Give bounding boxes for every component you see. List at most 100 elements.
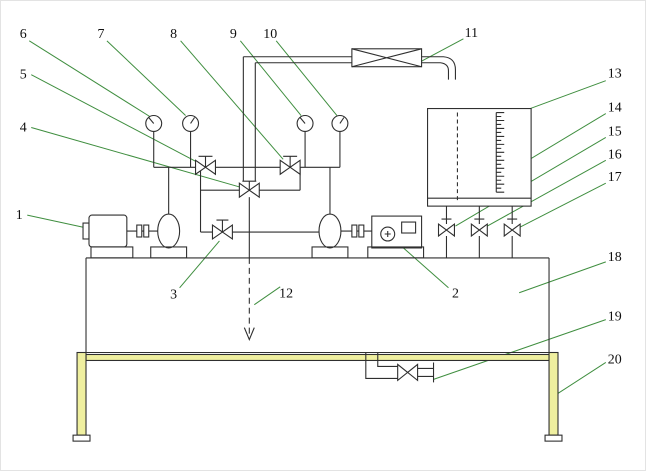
leg-foot-left <box>72 434 91 442</box>
valve-stem <box>198 155 213 168</box>
leader-line-18 <box>518 261 606 294</box>
tank-valve-2 <box>470 206 488 258</box>
callout-labels: 1 2 3 4 5 6 7 8 9 10 11 12 13 14 15 16 1… <box>16 26 622 368</box>
callout-19: 19 <box>608 310 622 325</box>
frame-band <box>85 353 550 362</box>
valve-body <box>437 222 455 238</box>
gauge-needle <box>148 117 155 124</box>
tank-valve-3 <box>503 206 521 258</box>
callout-8: 8 <box>170 27 177 42</box>
flow-indicator-cross <box>351 48 422 68</box>
leader-line-3 <box>179 240 220 289</box>
support-frame <box>72 351 563 442</box>
callout-10: 10 <box>263 27 277 42</box>
valve-body <box>194 159 217 176</box>
valve-stem <box>283 155 298 168</box>
top-pipe <box>242 56 456 182</box>
valve-stem <box>474 218 485 225</box>
leader-line-10 <box>275 40 338 116</box>
drain-pipe-outlet <box>417 362 435 383</box>
callout-3: 3 <box>170 288 177 303</box>
support-leg-right <box>548 351 559 436</box>
level-scale-ticks <box>496 111 505 193</box>
pipe-segment <box>421 56 456 80</box>
leader-line-12 <box>254 286 281 306</box>
mounting-base <box>311 246 349 259</box>
leader-line-6 <box>28 40 151 117</box>
pipe-segment <box>242 56 256 182</box>
pressure-gauge-1 <box>145 114 163 168</box>
mounting-base <box>150 246 188 259</box>
lower-valve <box>211 219 233 241</box>
leader-line-4 <box>31 126 241 188</box>
callout-5: 5 <box>20 68 27 83</box>
coupling <box>143 224 150 238</box>
valve-body <box>211 223 233 241</box>
valve-body <box>503 222 521 238</box>
left-motor-body <box>88 214 128 248</box>
drain-pipe <box>365 352 398 379</box>
callout-11: 11 <box>465 26 478 41</box>
right-motor-body <box>371 215 423 249</box>
pressure-gauge-3 <box>296 114 314 168</box>
leader-line-2 <box>396 241 449 289</box>
coupling <box>358 224 365 238</box>
callout-7: 7 <box>97 27 104 42</box>
left-pump-body <box>157 213 181 249</box>
valve-body <box>238 182 260 199</box>
gauge-needle <box>339 117 345 124</box>
terminal-box <box>401 221 417 234</box>
flow-indicator <box>351 48 423 68</box>
leader-line-20 <box>554 362 607 396</box>
right-header-valve <box>279 155 301 176</box>
left-header-valve <box>194 155 217 176</box>
leader-line-8 <box>180 40 284 160</box>
valve-stem <box>216 219 229 233</box>
drain-valve-body <box>397 363 419 382</box>
tank-valve-1 <box>437 206 455 258</box>
mounting-base <box>367 246 425 259</box>
support-leg-left <box>76 351 87 436</box>
motor-dial-cross <box>384 231 391 237</box>
leader-line-16 <box>487 159 607 227</box>
gauge-dial <box>331 114 349 132</box>
pipe-segment <box>243 56 352 64</box>
callout-9: 9 <box>230 27 237 42</box>
drain-assembly <box>365 352 435 383</box>
leader-line-5 <box>31 74 198 163</box>
coupling <box>136 224 143 238</box>
valve-stem <box>507 218 518 225</box>
gauge-needle <box>190 117 196 124</box>
callout-14: 14 <box>608 101 622 116</box>
leader-line-7 <box>106 40 186 116</box>
callout-6: 6 <box>20 27 27 42</box>
suction-arrowhead <box>243 327 255 341</box>
callout-15: 15 <box>608 124 622 139</box>
reservoir-outline <box>85 257 550 354</box>
leader-line-17 <box>519 182 607 228</box>
callout-1: 1 <box>16 208 23 223</box>
pipe-segment <box>199 167 301 233</box>
valve-body <box>279 159 301 176</box>
callout-4: 4 <box>20 120 27 135</box>
right-pump-body <box>318 213 342 249</box>
center-valve <box>238 180 260 199</box>
callout-20: 20 <box>608 352 622 367</box>
callout-2: 2 <box>452 287 459 302</box>
callout-16: 16 <box>608 147 622 162</box>
leader-line-19 <box>433 319 606 380</box>
leg-foot-right <box>544 434 563 442</box>
leader-line-11 <box>420 38 464 63</box>
valve-body <box>470 222 488 238</box>
callout-18: 18 <box>608 250 622 265</box>
reservoir <box>85 257 550 354</box>
measuring-tank <box>427 107 532 207</box>
left-motor-pump-unit <box>82 213 188 259</box>
motor-end-cap <box>82 222 90 240</box>
coupling <box>351 224 358 238</box>
gauge-needle <box>299 117 306 124</box>
pressure-gauge-2 <box>182 114 200 168</box>
valve-stem <box>441 218 452 225</box>
